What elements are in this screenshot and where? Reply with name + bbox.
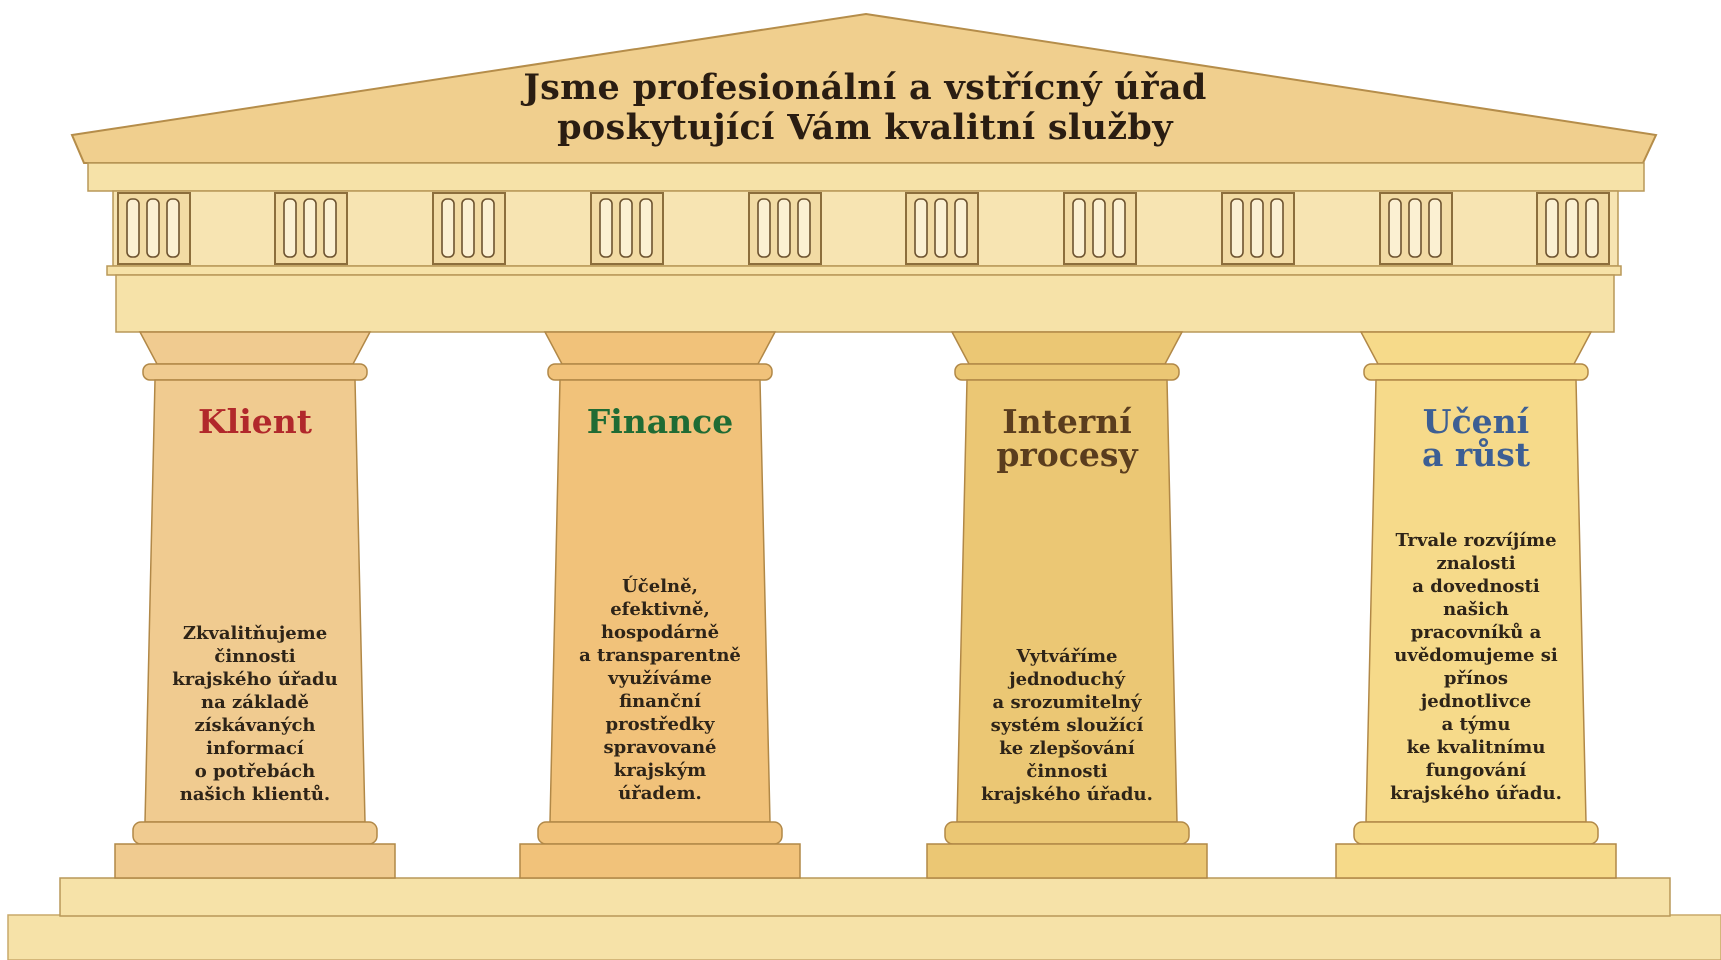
pillar-uceni-text-line: pracovníků a: [1410, 622, 1542, 643]
roof-title-line1: Jsme profesionální a vstřícný úřad: [523, 67, 1207, 108]
pillar-capital-ring: [1363, 363, 1589, 381]
pillar-capital-ring: [142, 363, 368, 381]
triglyph: [1221, 192, 1295, 265]
architrave: [115, 274, 1615, 333]
triglyph: [1536, 192, 1610, 265]
base-step-bottom: [7, 914, 1721, 960]
pillar-uceni-text-line: jednotlivce: [1420, 691, 1532, 712]
pillar-2: [519, 331, 801, 879]
pillar-capital-ring: [954, 363, 1180, 381]
pillar-klient-title-line: Klient: [198, 402, 312, 441]
pillar-capital: [543, 331, 777, 365]
pillar-finance-text-line: spravované: [603, 737, 717, 758]
pillar-finance-text-line: finanční: [619, 691, 701, 712]
architrave-ledge: [106, 265, 1622, 276]
pillar-interni-title-line: procesy: [996, 435, 1138, 474]
pillar-uceni-text-line: fungování: [1425, 760, 1527, 781]
pillar-klient-text-line: krajského úřadu: [172, 669, 338, 690]
triglyph: [274, 192, 348, 265]
pillar-klient-title: Klient: [150, 405, 360, 438]
pillar-klient-text: Zkvalitňujeme činnosti krajského úřadu n…: [146, 622, 364, 806]
pillar-plinth: [519, 843, 801, 879]
pillar-finance-text-line: Účelně,: [622, 576, 698, 597]
pillar-plinth: [926, 843, 1208, 879]
pillar-interni-text-line: a srozumitelný: [992, 692, 1142, 713]
base-step-top: [59, 877, 1671, 917]
pillar-4: [1335, 331, 1617, 879]
pillar-uceni-text-line: přínos: [1443, 668, 1509, 689]
pillar-klient-text-line: informací: [206, 738, 304, 759]
pillar-finance-text-line: hospodárně: [600, 622, 720, 643]
frieze: [112, 190, 1619, 267]
pillar-capital: [138, 331, 372, 365]
triglyph: [1379, 192, 1453, 265]
pillar-uceni-title: Učení a růst: [1371, 405, 1581, 471]
pillar-uceni-text-line: a dovednosti: [1412, 576, 1540, 597]
pillar-finance-text-line: efektivně,: [610, 599, 710, 620]
pillar-interni-title-line: Interní: [1002, 402, 1132, 441]
pillar-capital: [1359, 331, 1593, 365]
roof-cornice: [87, 162, 1645, 192]
pillar-finance-text-line: úřadem.: [618, 783, 702, 804]
pillar-klient-text-line: našich klientů.: [179, 784, 331, 805]
pillar-interni-text-line: ke zlepšování: [999, 738, 1135, 759]
roof-title: Jsme profesionální a vstřícný úřad posky…: [470, 68, 1260, 148]
frieze-triglyphs: [117, 192, 1610, 265]
pillar-plinth: [1335, 843, 1617, 879]
triglyph: [432, 192, 506, 265]
pillar-1: [114, 331, 396, 879]
pillar-finance-text-line: krajským: [613, 760, 707, 781]
pillar-base-ring: [944, 821, 1190, 845]
pillar-base-ring: [132, 821, 378, 845]
pillar-finance-text-line: a transparentně: [579, 645, 741, 666]
pillar-interni-text-line: systém sloužící: [990, 715, 1144, 736]
pillar-uceni-text-line: a týmu: [1441, 714, 1511, 735]
pillar-klient-text-line: na základě: [201, 692, 309, 713]
pillar-interni-title: Interní procesy: [962, 405, 1172, 471]
roof-pediment: [70, 12, 1658, 164]
pillar-base-ring: [1353, 821, 1599, 845]
pillar-klient-text-line: činnosti: [214, 646, 296, 667]
pillar-uceni-title-line: a růst: [1421, 435, 1531, 474]
pillar-interni-text-line: krajského úřadu.: [981, 784, 1153, 805]
pillar-uceni-text: Trvale rozvíjíme znalosti a dovednosti n…: [1367, 529, 1585, 805]
pillar-finance-title-line: Finance: [586, 402, 734, 441]
pillar-finance-text-line: prostředky: [605, 714, 715, 735]
triglyph: [117, 192, 191, 265]
pillar-klient-text-line: získávaných: [194, 715, 316, 736]
pillar-uceni-text-line: krajského úřadu.: [1390, 783, 1562, 804]
pillar-finance-text: Účelně, efektivně, hospodárně a transpar…: [551, 575, 769, 805]
triglyph: [590, 192, 664, 265]
pillar-finance-text-line: využíváme: [608, 668, 712, 689]
pillar-plinth: [114, 843, 396, 879]
pillar-interni-text-line: činnosti: [1026, 761, 1108, 782]
pillar-finance-title: Finance: [555, 405, 765, 438]
pillar-uceni-text-line: ke kvalitnímu: [1406, 737, 1546, 758]
pillar-interni-text-line: Vytváříme: [1016, 646, 1118, 667]
triglyph: [1063, 192, 1137, 265]
pillar-uceni-text-line: Trvale rozvíjíme: [1395, 530, 1557, 551]
pillar-capital-ring: [547, 363, 773, 381]
triglyph: [748, 192, 822, 265]
triglyph: [905, 192, 979, 265]
pillar-klient-text-line: Zkvalitňujeme: [182, 623, 328, 644]
pillars-group: [114, 331, 1617, 879]
pillar-interni-text: Vytváříme jednoduchý a srozumitelný syst…: [958, 645, 1176, 806]
pillar-base-ring: [537, 821, 783, 845]
pillar-capital: [950, 331, 1184, 365]
pillar-interni-text-line: jednoduchý: [1009, 669, 1125, 690]
pillar-uceni-text-line: našich: [1443, 599, 1509, 620]
pillar-uceni-text-line: znalosti: [1436, 553, 1516, 574]
pillar-3: [926, 331, 1208, 879]
pillar-uceni-title-line: Učení: [1422, 402, 1530, 441]
roof-title-line2: poskytující Vám kvalitní služby: [557, 107, 1173, 148]
pillar-uceni-text-line: uvědomujeme si: [1394, 645, 1558, 666]
pillar-klient-text-line: o potřebách: [194, 761, 316, 782]
